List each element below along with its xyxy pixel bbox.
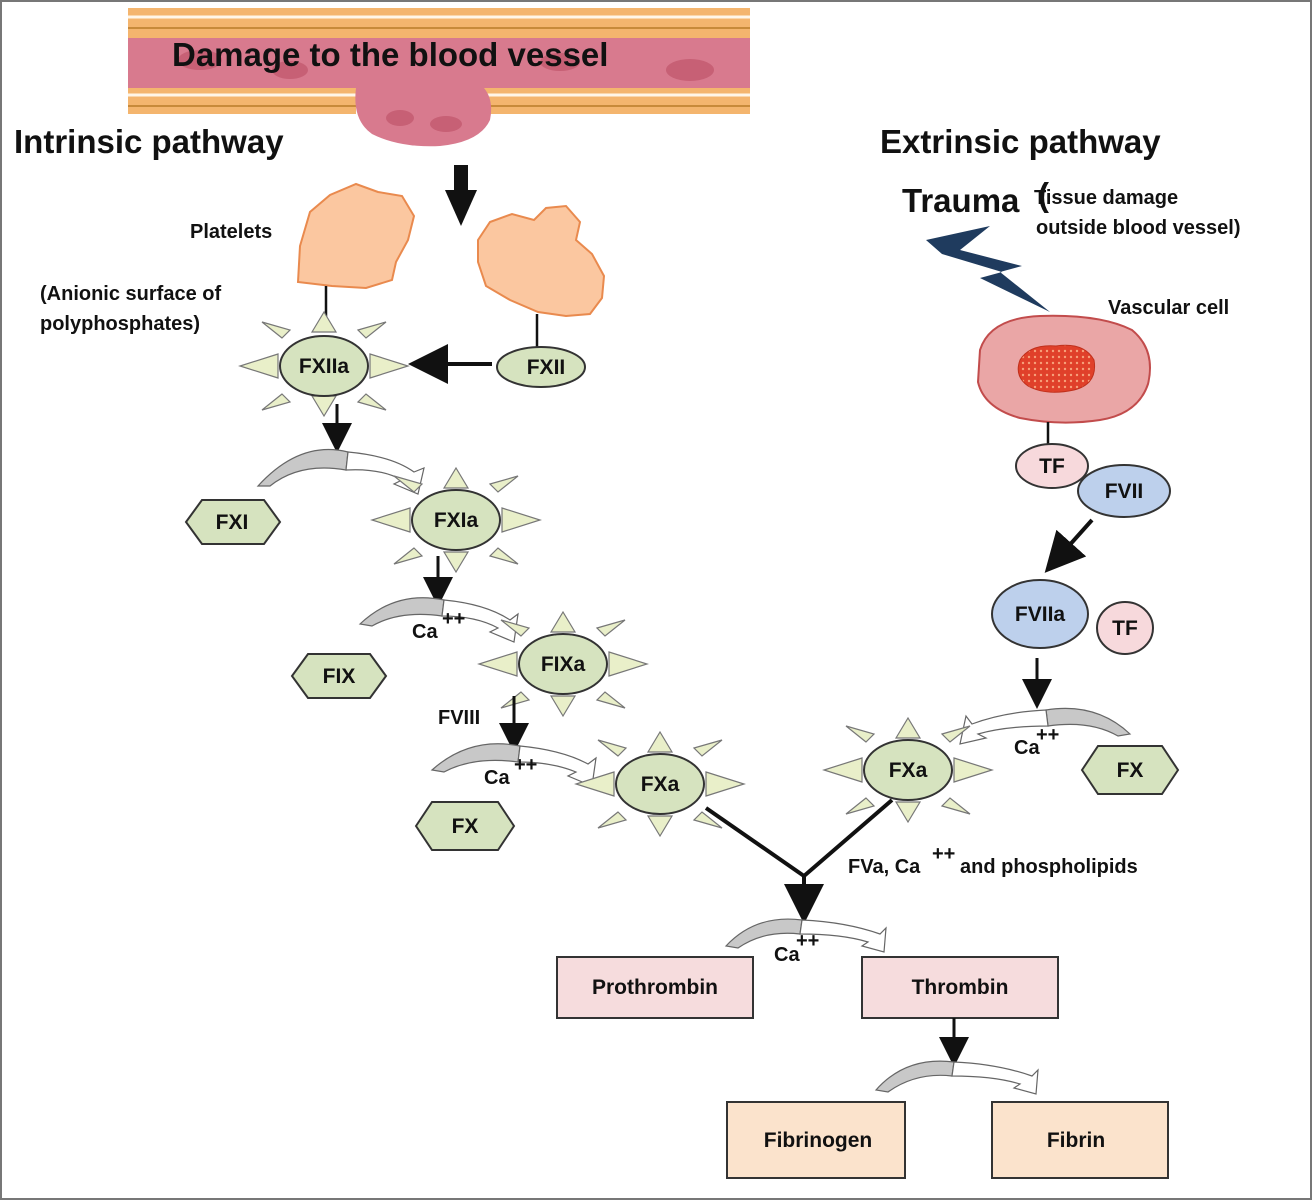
surface-label-line2: polyphosphates) [40,313,200,335]
ca-label-2: Ca [484,767,510,789]
tissue-damage-line1: Tissue damage [1034,187,1178,209]
fxi-node [184,499,282,545]
platelet-left [296,182,416,290]
conversion-arrow-extrinsic [959,707,1132,745]
prothrombin-box [556,956,754,1019]
fxii-node [496,346,586,388]
extrinsic-converge-line [802,798,894,878]
fxii-label: FXII [527,356,566,379]
fvii-to-fviia-arrow [1044,518,1094,573]
platelet-right [477,204,606,318]
ca-superscript-common: ++ [796,930,819,952]
fxia-node [370,466,542,574]
platelets-label: Platelets [190,221,272,243]
fvii-label: FVII [1105,480,1144,503]
ca-superscript-extrinsic: ++ [1036,724,1059,746]
ca-superscript-1: ++ [442,608,465,630]
fxia-label: FXIa [434,509,479,532]
fibrin-box [991,1101,1169,1179]
fibrinogen-box [726,1101,906,1179]
conversion-arrow-prothrombin [724,918,887,953]
extrinsic-pathway-title: Extrinsic pathway [880,123,1161,160]
thrombin-box [861,956,1059,1019]
fviia-node [991,579,1089,649]
fxi-label: FXI [216,511,249,534]
fibrin-label: Fibrin [1047,1129,1105,1152]
blood-vessel [128,8,750,147]
prothrombin-label: Prothrombin [592,976,718,999]
fvii-node [1077,464,1171,518]
down-arrow-icon [445,165,477,226]
fx-intrinsic-label: FX [452,815,479,838]
banner-title: Damage to the blood vessel [172,36,608,73]
fxiia-label: FXIIa [299,355,350,378]
fixa-label: FIXa [541,653,586,676]
fx-extrinsic-node [1080,745,1180,795]
vascular-cell-nucleus [1017,344,1096,393]
fx-extrinsic-label: FX [1117,759,1144,782]
fix-node [290,653,388,699]
fix-label: FIX [323,665,356,688]
fxiia-node [238,310,410,418]
fx-intrinsic-node [414,801,516,851]
intrinsic-converge-line [704,806,806,878]
fxa-extrinsic-label: FXa [889,759,928,782]
fviii-label: FVIII [438,707,480,729]
tissue-damage-line2: outside blood vessel) [1036,217,1240,239]
ca-label-extrinsic: Ca [1014,737,1040,759]
ca-label-common: Ca [774,944,800,966]
conversion-arrow-1 [256,448,425,495]
cofactors-superscript: ++ [932,843,955,865]
fibrinogen-label: Fibrinogen [764,1129,873,1152]
tf2-node [1096,601,1154,655]
intrinsic-pathway-title: Intrinsic pathway [14,123,284,160]
thrombin-label: Thrombin [912,976,1009,999]
fxa-extrinsic-node [822,716,994,824]
cofactors-label-pre: FVa, Ca [848,856,921,878]
conversion-arrow-fibrinogen [874,1060,1039,1095]
tf2-label: TF [1112,617,1138,640]
lightning-bolt-icon [926,226,1050,312]
tf-node [1015,443,1089,489]
conversion-arrow-2 [358,597,519,643]
fxa-intrinsic-node [574,730,746,838]
fixa-node [477,610,649,718]
cofactors-label-post: and phospholipids [960,856,1138,878]
vascular-cell-label: Vascular cell [1108,297,1229,319]
surface-label-line1: (Anionic surface of [40,283,221,305]
ca-label-1: Ca [412,621,438,643]
tf-label: TF [1039,455,1065,478]
trauma-label: Trauma [902,182,1020,219]
ca-superscript-2: ++ [514,754,537,776]
fviia-label: FVIIa [1015,603,1066,626]
fxa-intrinsic-label: FXa [641,773,680,796]
trauma-paren: ( [1038,176,1049,213]
